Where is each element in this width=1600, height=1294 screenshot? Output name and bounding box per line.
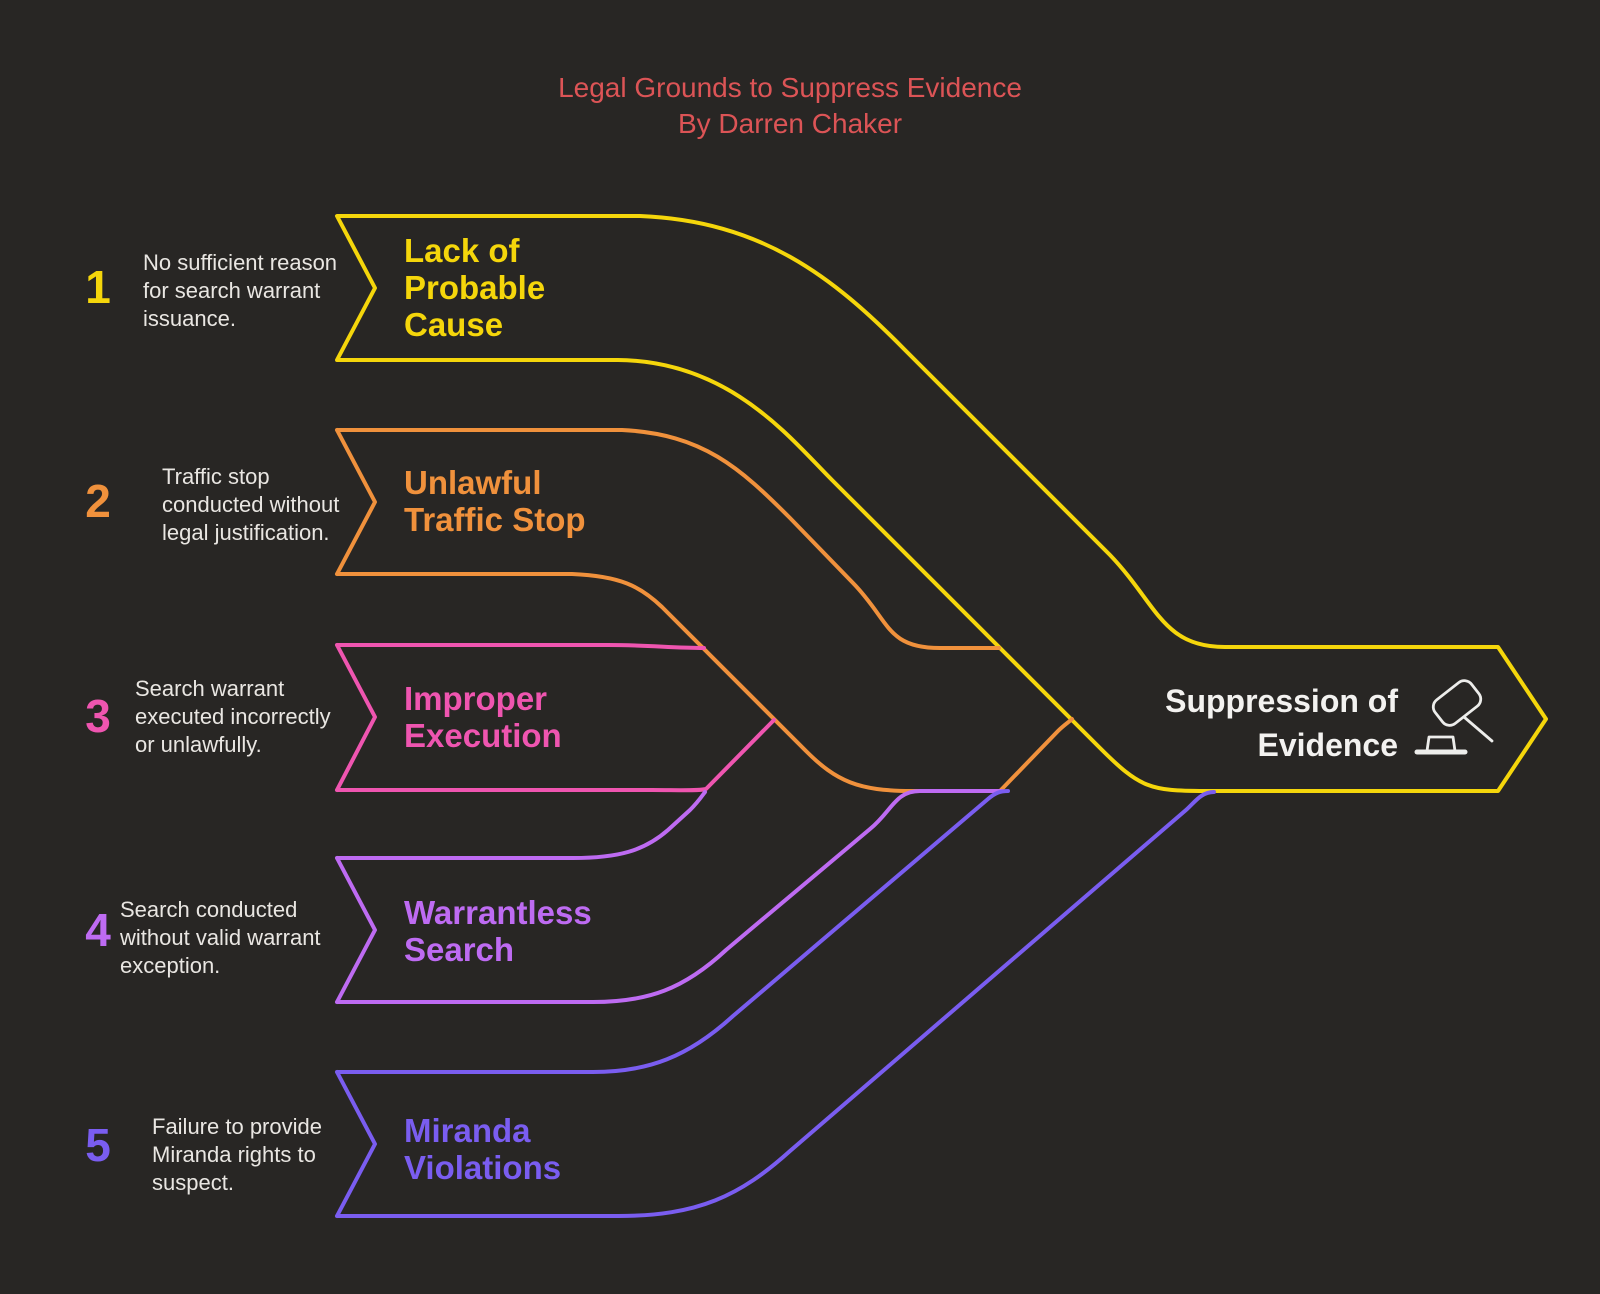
- row-description-line: Traffic stop: [162, 464, 270, 489]
- banner-label-line: Lack of: [404, 232, 521, 269]
- row-description-line: suspect.: [152, 1170, 234, 1195]
- flow-ribbon-miranda-violations: [335, 789, 1216, 1218]
- row-number: 4: [85, 904, 111, 956]
- banner-label-line: Unlawful: [404, 464, 542, 501]
- gavel-handle: [1462, 715, 1494, 743]
- row-description-line: issuance.: [143, 306, 236, 331]
- gavel-head: [1431, 679, 1483, 727]
- banner-label-line: Search: [404, 931, 514, 968]
- banner-label-line: Warrantless: [404, 894, 592, 931]
- row-2: 2 Traffic stop conducted without legal j…: [85, 464, 585, 545]
- row-description-line: Search conducted: [120, 897, 297, 922]
- node-label-line: Suppression of: [1165, 683, 1398, 719]
- banner-label-line: Traffic Stop: [404, 501, 586, 538]
- gavel-icon: [1414, 679, 1494, 755]
- row-description-line: conducted without: [162, 492, 339, 517]
- row-3: 3 Search warrant executed incorrectly or…: [85, 676, 562, 757]
- flow-ribbon-traffic-stop: [335, 428, 1074, 793]
- node-label-line: Evidence: [1257, 727, 1398, 763]
- row-description-line: or unlawfully.: [135, 732, 262, 757]
- row-description-line: Failure to provide: [152, 1114, 322, 1139]
- page-subtitle: By Darren Chaker: [678, 108, 902, 139]
- row-number: 5: [85, 1119, 111, 1171]
- banner-label-line: Cause: [404, 306, 503, 343]
- banner-label-line: Violations: [404, 1149, 561, 1186]
- row-number: 3: [85, 690, 111, 742]
- suppression-node: Suppression of Evidence: [1165, 679, 1494, 763]
- flow-ribbon-warrantless-search: [335, 789, 1004, 1004]
- row-description-line: exception.: [120, 953, 220, 978]
- row-number: 1: [85, 261, 111, 313]
- row-description-line: without valid warrant: [119, 925, 321, 950]
- row-4: 4 Search conducted without valid warrant…: [85, 894, 591, 978]
- page-title: Legal Grounds to Suppress Evidence: [558, 72, 1022, 103]
- row-description-line: Search warrant: [135, 676, 284, 701]
- flow-ribbon-improper-execution: [335, 643, 776, 793]
- banner-label-line: Miranda: [404, 1112, 531, 1149]
- row-description-line: executed incorrectly: [135, 704, 331, 729]
- row-description-line: Miranda rights to: [152, 1142, 316, 1167]
- row-number: 2: [85, 475, 111, 527]
- banner-label-line: Execution: [404, 717, 562, 754]
- row-description-line: legal justification.: [162, 520, 330, 545]
- row-description-line: for search warrant: [143, 278, 320, 303]
- gavel-block: [1425, 735, 1457, 753]
- row-1: 1 No sufficient reason for search warran…: [85, 232, 545, 343]
- row-description-line: No sufficient reason: [143, 250, 337, 275]
- flow-ribbon-probable-cause: [335, 214, 1548, 793]
- banner-label-line: Probable: [404, 269, 545, 306]
- row-5: 5 Failure to provide Miranda rights to s…: [85, 1112, 561, 1195]
- banner-label-line: Improper: [404, 680, 547, 717]
- title-block: Legal Grounds to Suppress Evidence By Da…: [558, 72, 1022, 139]
